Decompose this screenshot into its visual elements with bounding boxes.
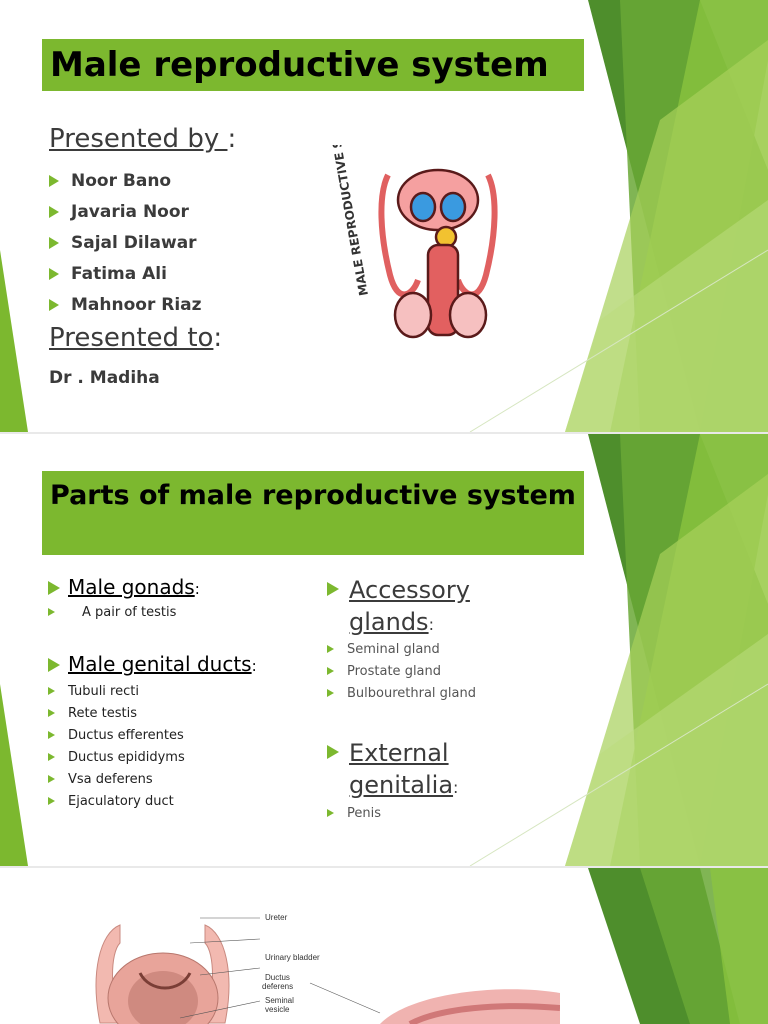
bullet-arrow-icon xyxy=(48,709,55,717)
list-item: Ductus epididyms xyxy=(48,749,185,771)
accessory-item: Seminal gland xyxy=(347,642,440,657)
accessory-colon: : xyxy=(428,615,434,634)
bullet-arrow-icon xyxy=(327,667,334,675)
list-item: Prostate gland xyxy=(327,663,476,685)
list-item: Noor Bano xyxy=(49,170,202,201)
bullet-arrow-icon xyxy=(48,608,55,616)
bullet-arrow-icon xyxy=(327,689,334,697)
list-item: Vsa deferens xyxy=(48,771,185,793)
accessory-list: Seminal gland Prostate gland Bulbourethr… xyxy=(327,641,476,707)
duct-item: Ductus epididyms xyxy=(68,750,185,765)
accessory-item: Prostate gland xyxy=(347,664,442,679)
bullet-arrow-icon xyxy=(48,775,55,783)
reproductive-system-illustration: MALE REPRODUCTIVE SYSTEM xyxy=(322,145,498,339)
duct-item: Ejaculatory duct xyxy=(68,794,174,809)
gonads-heading: Male gonads: xyxy=(48,575,200,599)
presenter-name: Noor Bano xyxy=(71,171,172,191)
bullet-arrow-icon xyxy=(327,582,339,596)
slide-2-title: Parts of male reproductive system xyxy=(42,471,584,555)
list-item: Tubuli recti xyxy=(48,683,185,705)
slide-3: Ureter Urinary bladder Ductus deferens S… xyxy=(0,868,768,1024)
accessory-heading: Accessory glands: xyxy=(327,574,470,641)
external-heading-line1: External xyxy=(349,739,449,767)
bullet-arrow-icon xyxy=(49,268,59,280)
duct-item: Rete testis xyxy=(68,706,138,721)
list-item: Rete testis xyxy=(48,705,185,727)
slide-2-decoration xyxy=(0,434,768,866)
external-item: Penis xyxy=(347,806,381,821)
bullet-arrow-icon xyxy=(327,745,339,759)
list-item: Sajal Dilawar xyxy=(49,232,202,263)
presented-to-label: Presented to xyxy=(49,323,214,353)
bullet-arrow-icon xyxy=(49,299,59,311)
slide-1: Male reproductive system Presented by : … xyxy=(0,0,768,432)
duct-item: Tubuli recti xyxy=(68,684,139,699)
bullet-arrow-icon xyxy=(49,175,59,187)
illustration-text: MALE REPRODUCTIVE SYSTEM xyxy=(322,145,371,297)
list-item: Ductus efferentes xyxy=(48,727,185,749)
bullet-arrow-icon xyxy=(48,581,60,595)
slide-1-decoration xyxy=(0,0,768,432)
duct-item: Vsa deferens xyxy=(68,772,153,787)
list-item: Bulbourethral gland xyxy=(327,685,476,707)
presented-by-label: Presented by xyxy=(49,124,228,154)
gonads-colon: : xyxy=(194,580,200,598)
slide-1-title: Male reproductive system xyxy=(42,39,584,91)
list-item: Seminal gland xyxy=(327,641,476,663)
bullet-arrow-icon xyxy=(48,658,60,672)
duct-item: Ductus efferentes xyxy=(68,728,184,743)
list-item: Javaria Noor xyxy=(49,201,202,232)
label-deferens: deferens xyxy=(262,982,294,991)
label-ureter: Ureter xyxy=(265,913,288,922)
accessory-item: Bulbourethral gland xyxy=(347,686,476,701)
bullet-arrow-icon xyxy=(48,687,55,695)
accessory-heading-line1: Accessory xyxy=(349,576,470,604)
ducts-heading: Male genital ducts: xyxy=(48,652,257,676)
external-list: Penis xyxy=(327,805,381,827)
list-item: Fatima Ali xyxy=(49,263,202,294)
list-item: A pair of testis xyxy=(48,604,176,626)
bullet-arrow-icon xyxy=(49,206,59,218)
gonads-heading-label: Male gonads xyxy=(68,575,195,599)
bullet-arrow-icon xyxy=(327,809,334,817)
list-item: Mahnoor Riaz xyxy=(49,294,202,325)
label-ductus: Ductus xyxy=(265,973,290,982)
bullet-arrow-icon xyxy=(48,753,55,761)
label-seminal: Seminal xyxy=(265,996,294,1005)
slide-3-decoration xyxy=(588,868,768,1024)
external-heading-line2: genitalia xyxy=(349,771,454,799)
presenter-name: Mahnoor Riaz xyxy=(71,295,202,315)
ducts-colon: : xyxy=(251,657,257,675)
ducts-heading-label: Male genital ducts xyxy=(68,652,252,676)
anatomy-diagram xyxy=(95,917,560,1024)
accessory-heading-line2: glands xyxy=(349,608,429,636)
bullet-arrow-icon xyxy=(49,237,59,249)
presenter-name: Sajal Dilawar xyxy=(71,233,197,253)
bullet-arrow-icon xyxy=(48,731,55,739)
presented-to-name: Dr . Madiha xyxy=(49,368,160,388)
presented-to-colon: : xyxy=(213,323,223,353)
presenter-name: Fatima Ali xyxy=(71,264,167,284)
presented-to-heading: Presented to: xyxy=(49,323,222,353)
label-vesicle: vesicle xyxy=(265,1005,290,1014)
external-colon: : xyxy=(453,778,459,797)
external-heading: External genitalia: xyxy=(327,737,458,804)
presenter-name: Javaria Noor xyxy=(71,202,189,222)
presented-by-colon: : xyxy=(227,124,237,154)
bullet-arrow-icon xyxy=(327,645,334,653)
gonads-item: A pair of testis xyxy=(82,605,177,620)
list-item: Ejaculatory duct xyxy=(48,793,185,815)
gonads-list: A pair of testis xyxy=(48,604,176,626)
bullet-arrow-icon xyxy=(48,797,55,805)
ducts-list: Tubuli recti Rete testis Ductus efferent… xyxy=(48,683,185,815)
presenter-list: Noor Bano Javaria Noor Sajal Dilawar Fat… xyxy=(49,170,202,325)
list-item: Penis xyxy=(327,805,381,827)
label-urinary-bladder: Urinary bladder xyxy=(265,953,320,962)
presented-by-heading: Presented by : xyxy=(49,124,236,154)
slide-2: Parts of male reproductive system Male g… xyxy=(0,434,768,866)
